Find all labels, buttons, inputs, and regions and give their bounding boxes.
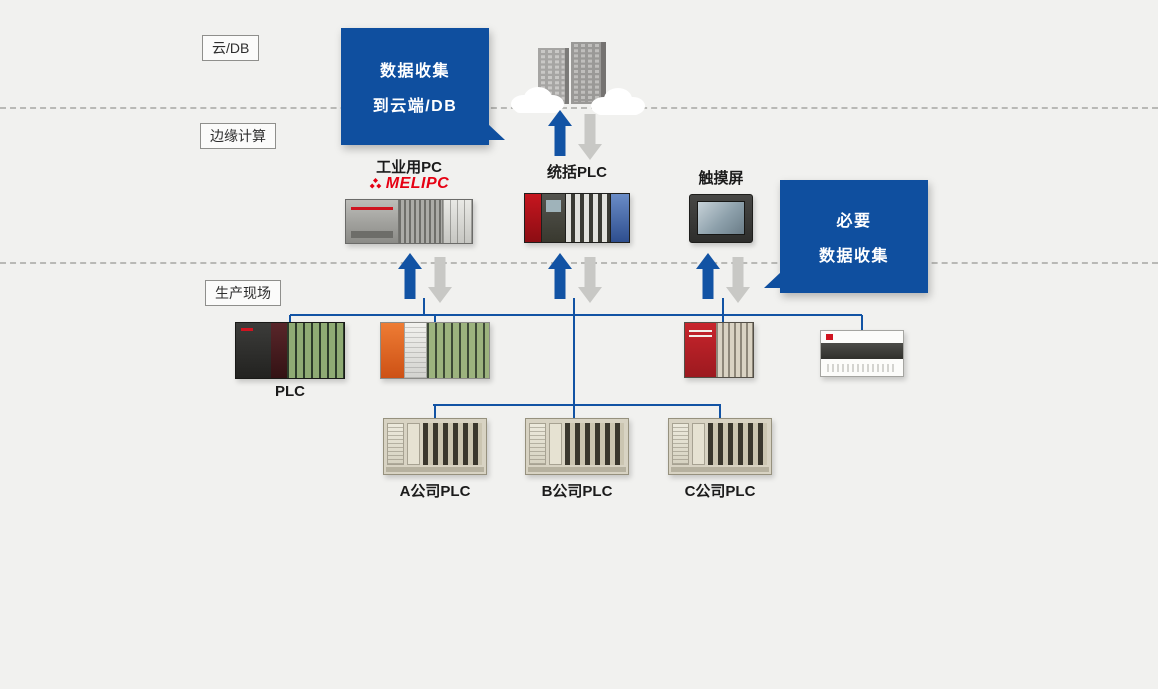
- network-line-drop-company-c: [719, 405, 721, 419]
- hmi-download-arrow-icon: [726, 257, 750, 303]
- company-b-plc-rail: [528, 467, 626, 472]
- cloud-download-arrow-icon: [578, 114, 602, 160]
- network-line-horizontal-1: [290, 314, 862, 316]
- field-controller-logo: [826, 334, 833, 340]
- hmi-upload-arrow-icon: [696, 253, 720, 299]
- field-compact-plc-device: [684, 322, 754, 378]
- callout-data-to-cloud-line1: 数据收集: [379, 63, 450, 80]
- callout-data-to-cloud: 数据收集 到云端/DB: [341, 28, 505, 145]
- zone-label-edge-computing: 边缘计算: [200, 123, 276, 149]
- industrial-pc-device: [345, 199, 473, 244]
- field-controller-device: [820, 330, 904, 377]
- industrial-pc-label: 工业用PC: [376, 159, 442, 176]
- company-b-plc-label: B公司PLC: [541, 483, 613, 500]
- company-b-plc-modules: [565, 423, 624, 465]
- field-plc-power: [270, 323, 287, 378]
- network-line-drop-plc2: [434, 315, 436, 323]
- company-b-plc-device: [525, 418, 629, 475]
- company-c-plc-rail: [671, 467, 769, 472]
- company-a-plc-label: A公司PLC: [399, 483, 471, 500]
- melipc-brand-text: MELIPC: [385, 175, 450, 192]
- network-line-drop-company-a: [434, 405, 436, 419]
- integrated-plc-label: 统括PLC: [546, 164, 607, 181]
- network-line-horizontal-2: [433, 404, 721, 406]
- company-a-plc-rail: [386, 467, 484, 472]
- field-plc-label: PLC: [275, 383, 305, 400]
- company-c-plc-label: C公司PLC: [684, 483, 756, 500]
- integrated-plc-device: [524, 193, 630, 243]
- integrated-plc-network-module: [610, 194, 629, 242]
- field-plc2-modules: [427, 323, 489, 378]
- cloud-shapes: [511, 87, 645, 115]
- zone-label-cloud-db: 云/DB: [202, 35, 260, 61]
- field-compact-plc-terminals: [716, 323, 753, 377]
- separator-cloud-edge: [0, 107, 1158, 109]
- mitsubishi-logo-icon: [369, 178, 382, 189]
- callout-necessary-data-line2: 数据收集: [818, 248, 889, 265]
- company-a-plc-psu: [387, 423, 404, 465]
- company-c-plc-cpu: [692, 423, 705, 465]
- callout-necessary-data: 必要 数据收集: [764, 180, 928, 293]
- network-line-drop-plc1: [289, 315, 291, 323]
- field-plc-device: [235, 322, 345, 379]
- company-c-plc-psu: [672, 423, 689, 465]
- integrated-plc-power-module: [525, 194, 542, 242]
- field-controller-terminal-band: [821, 343, 903, 359]
- industrial-pc-chassis: [346, 200, 399, 243]
- cloud-upload-arrow-icon: [548, 110, 572, 156]
- integrated-plc-io-modules: [566, 194, 610, 242]
- company-c-plc-modules: [708, 423, 767, 465]
- plc-download-arrow-icon: [578, 257, 602, 303]
- company-a-plc-device: [383, 418, 487, 475]
- callout-tail-left: [764, 272, 781, 288]
- field-plc-modules: [286, 323, 344, 378]
- pc-upload-arrow-icon: [398, 253, 422, 299]
- field-compact-plc-cpu: [685, 323, 717, 377]
- industrial-pc-heatsink: [398, 200, 442, 243]
- melipc-brand: MELIPC: [345, 175, 473, 193]
- touch-panel-screen: [697, 201, 745, 235]
- company-b-plc-psu: [529, 423, 546, 465]
- field-plc2-power: [381, 323, 404, 378]
- company-c-plc-device: [668, 418, 772, 475]
- field-plc2-cpu: [403, 323, 428, 378]
- zone-label-production-site: 生产现场: [205, 280, 281, 306]
- network-line-drop-controller: [861, 315, 863, 331]
- field-plc2-device: [380, 322, 490, 379]
- company-a-plc-cpu: [407, 423, 420, 465]
- company-b-plc-cpu: [549, 423, 562, 465]
- pc-download-arrow-icon: [428, 257, 452, 303]
- network-line-vertical-plc: [573, 298, 575, 420]
- company-a-plc-modules: [423, 423, 482, 465]
- network-line-vertical-pc: [423, 298, 425, 315]
- field-controller-vents: [827, 364, 897, 372]
- cloud-datacenter-buildings-icon: [511, 42, 645, 115]
- callout-necessary-data-line1: 必要: [836, 213, 872, 230]
- plc-upload-arrow-icon: [548, 253, 572, 299]
- building-right: [571, 42, 606, 104]
- field-plc-cpu: [236, 323, 271, 378]
- callout-data-to-cloud-line2: 到云端/DB: [372, 98, 458, 115]
- touch-panel-label: 触摸屏: [698, 170, 744, 187]
- callout-tail-right: [488, 124, 505, 140]
- network-line-vertical-hmi: [722, 298, 724, 323]
- touch-panel-device: [689, 194, 753, 243]
- separator-edge-field: [0, 262, 1158, 264]
- industrial-pc-io-modules: [441, 200, 472, 243]
- integrated-plc-cpu-module: [542, 194, 566, 242]
